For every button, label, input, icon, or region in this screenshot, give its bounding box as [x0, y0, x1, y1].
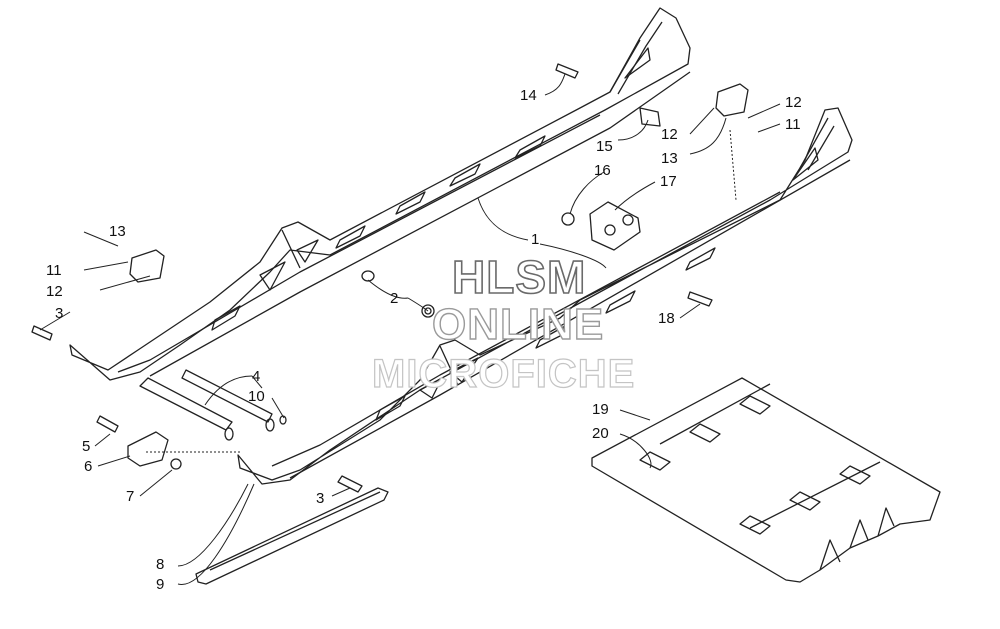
track-19 [591, 377, 941, 583]
callout-labels: 1 2 3 3 4 10 5 6 7 8 9 11 11 12 12 12 13… [46, 87, 802, 593]
bumper-13-left [129, 249, 165, 283]
callout-5: 5 [82, 438, 90, 455]
callout-6: 6 [84, 458, 92, 475]
leader-lines [39, 73, 781, 585]
rail-back [69, 7, 691, 381]
callout-14: 14 [520, 87, 537, 104]
callout-3a: 3 [55, 305, 63, 322]
callout-8: 8 [156, 556, 164, 573]
callout-7: 7 [126, 488, 134, 505]
cross-shafts [139, 369, 287, 441]
callout-13a: 13 [109, 223, 126, 240]
callout-16: 16 [594, 162, 611, 179]
callout-10: 10 [248, 388, 265, 405]
callout-12b: 12 [661, 126, 678, 143]
callout-11b: 11 [785, 116, 801, 133]
slide-8 [195, 487, 389, 585]
callout-11a: 11 [46, 262, 62, 279]
callout-17: 17 [660, 173, 677, 190]
rail-front [237, 107, 853, 485]
callout-13b: 13 [661, 150, 678, 167]
callout-2: 2 [390, 290, 398, 307]
bumper-6 [127, 431, 169, 467]
bumper-13-right [715, 83, 749, 117]
callout-18: 18 [658, 310, 675, 327]
callout-9: 9 [156, 576, 164, 593]
callout-19: 19 [592, 401, 609, 418]
callout-1: 1 [531, 231, 539, 248]
callout-15: 15 [596, 138, 613, 155]
bracket-17 [589, 201, 641, 251]
callout-12a: 12 [46, 283, 63, 300]
callout-12c: 12 [785, 94, 802, 111]
hardware [31, 63, 713, 493]
callout-20: 20 [592, 425, 609, 442]
callout-4: 4 [252, 368, 260, 385]
callout-3b: 3 [316, 490, 324, 507]
